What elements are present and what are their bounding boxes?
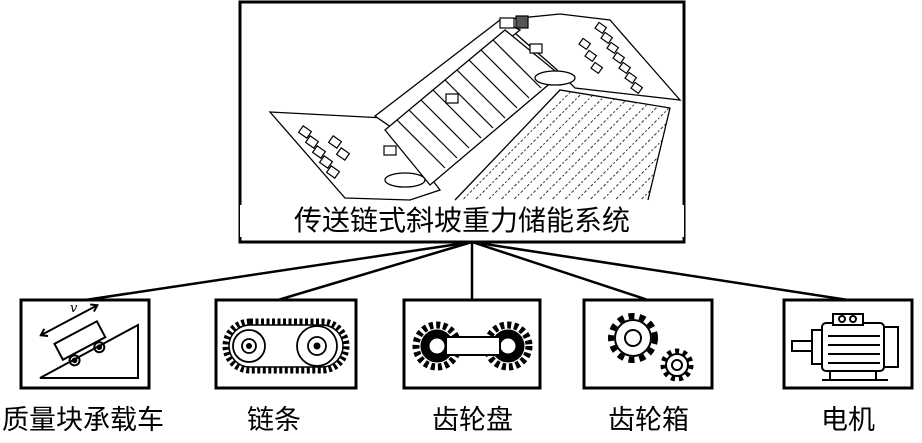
inclined-cart-icon: v: [39, 301, 139, 379]
gears-icon: [608, 313, 694, 382]
component-box-sprocket: [402, 298, 542, 390]
component-box-carrier: v: [19, 298, 151, 390]
label-sprocket: 齿轮盘: [432, 405, 513, 436]
velocity-symbol: v: [70, 301, 78, 316]
label-carrier: 质量块承载车: [2, 405, 164, 436]
mass-blocks: [297, 15, 644, 179]
connector-lines: [84, 240, 849, 302]
electric-motor-icon: [791, 313, 899, 381]
conveyor-slats: [396, 39, 542, 169]
sprocket-pair-icon: [412, 321, 533, 371]
component-box-chain: [214, 298, 358, 390]
label-motor: 电机: [821, 405, 875, 436]
label-gearbox: 齿轮箱: [608, 405, 689, 436]
component-box-motor: [782, 298, 914, 390]
component-box-gearbox: [582, 298, 714, 390]
chain-drive-icon: [222, 318, 350, 374]
system-title: 传送链式斜坡重力储能系统: [240, 205, 684, 237]
label-chain: 链条: [247, 405, 301, 436]
